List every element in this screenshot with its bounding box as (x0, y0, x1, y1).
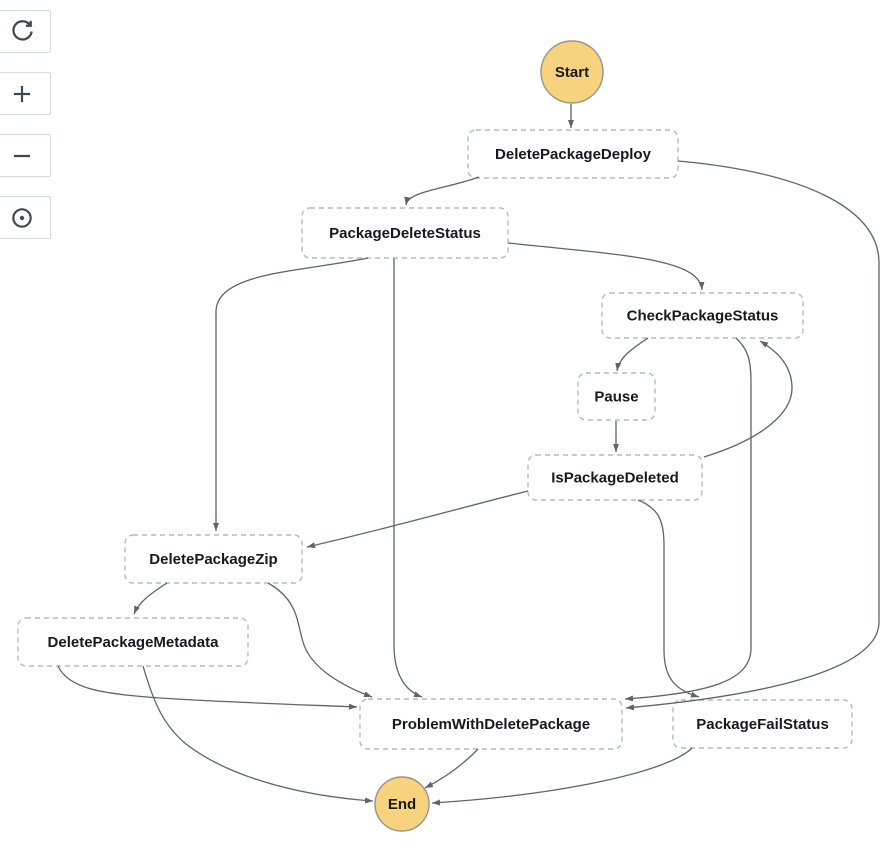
edge-ProblemWithDeletePackage-to-end (424, 748, 479, 789)
node-IsPackageDeleted[interactable]: IsPackageDeleted (527, 454, 703, 501)
state-box[interactable] (601, 292, 804, 339)
node-label: PackageFailStatus (696, 716, 829, 733)
terminal-shape (540, 40, 604, 104)
edge-DeletePackageZip-to-DeletePackageMetadata (133, 582, 168, 615)
state-box[interactable] (672, 699, 853, 749)
edge-CheckPackageStatus-to-ProblemWithDeletePackage (624, 337, 752, 702)
node-label: Start (555, 64, 589, 81)
node-DeletePackageMetadata[interactable]: DeletePackageMetadata (17, 617, 249, 667)
state-box[interactable] (17, 617, 249, 667)
node-Pause[interactable]: Pause (577, 372, 656, 421)
refresh-button[interactable] (0, 10, 51, 53)
edge-PackageDeleteStatus-to-DeletePackageZip (213, 257, 369, 531)
minus-icon (9, 143, 35, 169)
edge-IsPackageDeleted-to-DeletePackageZip (306, 490, 529, 549)
terminal-shape (374, 776, 430, 832)
edge-CheckPackageStatus-to-Pause (615, 337, 649, 372)
edge-DeletePackageDeploy-to-PackageDeleteStatus (404, 176, 480, 206)
refresh-icon (9, 18, 36, 45)
state-box[interactable] (527, 454, 703, 501)
zoom-in-button[interactable] (0, 72, 51, 115)
edge-DeletePackageMetadata-to-end (142, 665, 374, 804)
zoom-out-button[interactable] (0, 134, 51, 177)
node-ProblemWithDeletePackage[interactable]: ProblemWithDeletePackage (359, 698, 623, 750)
node-DeletePackageZip[interactable]: DeletePackageZip (124, 534, 303, 584)
node-label: End (388, 796, 416, 813)
state-box[interactable] (124, 534, 303, 584)
node-label: PackageDeleteStatus (329, 225, 481, 242)
node-start: Start (540, 40, 604, 104)
node-label: CheckPackageStatus (627, 308, 779, 325)
node-label: DeletePackageMetadata (48, 634, 220, 651)
node-label: Pause (594, 389, 638, 406)
node-PackageDeleteStatus[interactable]: PackageDeleteStatus (301, 207, 509, 259)
edge-DeletePackageDeploy-to-ProblemWithDeletePackage (625, 160, 880, 711)
state-box[interactable] (359, 698, 623, 750)
node-PackageFailStatus[interactable]: PackageFailStatus (672, 699, 853, 749)
plus-icon (9, 81, 35, 107)
state-box[interactable] (467, 129, 679, 179)
node-label: IsPackageDeleted (551, 470, 679, 487)
edge-PackageFailStatus-to-end (431, 747, 693, 806)
edge-PackageDeleteStatus-to-CheckPackageStatus (507, 242, 705, 291)
node-DeletePackageDeploy[interactable]: DeletePackageDeploy (467, 129, 679, 179)
state-box[interactable] (577, 372, 656, 421)
edge-PackageDeleteStatus-to-ProblemWithDeletePackage (393, 258, 423, 698)
node-label: DeletePackageZip (149, 551, 277, 568)
node-CheckPackageStatus[interactable]: CheckPackageStatus (601, 292, 804, 339)
edge-IsPackageDeleted-to-PackageFailStatus (637, 499, 700, 698)
node-label: ProblemWithDeletePackage (392, 716, 590, 733)
edge-DeletePackageMetadata-to-ProblemWithDeletePackage (57, 665, 358, 710)
state-box[interactable] (301, 207, 509, 259)
edge-IsPackageDeleted-to-CheckPackageStatus (703, 340, 793, 458)
node-label: DeletePackageDeploy (495, 146, 652, 163)
edge-DeletePackageZip-to-ProblemWithDeletePackage (267, 582, 373, 698)
graph-toolbar (0, 10, 51, 239)
center-button[interactable] (0, 196, 51, 239)
center-icon (9, 205, 35, 231)
node-end: End (374, 776, 430, 832)
